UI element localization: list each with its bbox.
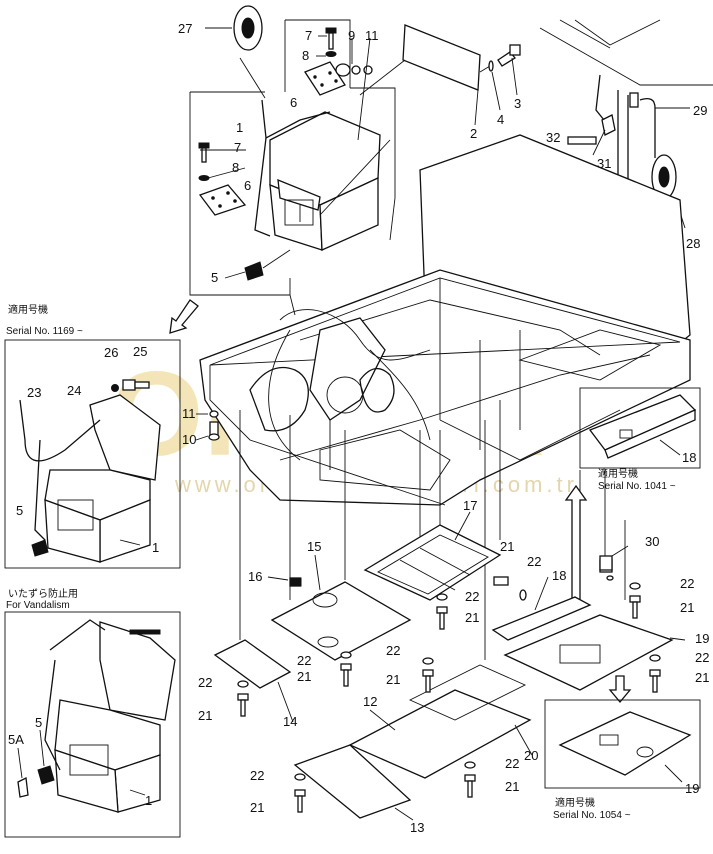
callout: 21 <box>680 600 694 615</box>
svg-text:適用号機: 適用号機 <box>598 467 638 480</box>
callout: 11 <box>365 28 379 43</box>
callout: 5 <box>35 715 42 730</box>
callout: 16 <box>248 569 262 584</box>
callout: 5A <box>8 732 24 747</box>
callout: 1 <box>236 120 243 135</box>
callout: 17 <box>463 498 477 513</box>
callout: 21 <box>500 539 514 554</box>
callout: 32 <box>546 130 560 145</box>
main-frame <box>199 134 691 506</box>
callout: 22 <box>527 554 541 569</box>
callout: 23 <box>27 385 41 400</box>
callout: 12 <box>363 694 377 709</box>
callout: 22 <box>505 756 519 771</box>
callout: 3 <box>514 96 521 111</box>
callout: 21 <box>695 670 709 685</box>
callout: 21 <box>386 672 400 687</box>
callout-leaders <box>17 35 686 821</box>
callout: 22 <box>695 650 709 665</box>
callout: 24 <box>67 383 81 398</box>
callout: 1 <box>152 540 159 555</box>
console-assembly-top <box>189 5 396 296</box>
callout: 22 <box>297 653 311 668</box>
callout: 28 <box>686 236 700 251</box>
callout: 9 <box>348 28 355 43</box>
callout: 21 <box>250 800 264 815</box>
inset-serial-1169: 適用号機 Serial No. 1169 ~ <box>4 303 181 569</box>
arrows <box>169 299 632 704</box>
callout: 15 <box>307 539 321 554</box>
callout: 18 <box>552 568 566 583</box>
callout: 22 <box>250 768 264 783</box>
callout: 26 <box>104 345 118 360</box>
callout-numbers: 27 7 9 11 8 6 1 7 8 6 5 2 4 3 32 31 29 2… <box>8 21 709 835</box>
callout: 25 <box>133 344 147 359</box>
inset-vandalism: いたずら防止用 For Vandalism <box>4 587 181 838</box>
callout: 11 <box>182 406 196 421</box>
callout: 22 <box>198 675 212 690</box>
callout: 5 <box>16 503 23 518</box>
callout: 21 <box>297 669 311 684</box>
plate-14 <box>213 639 292 689</box>
callout: 22 <box>386 643 400 658</box>
callout: 13 <box>410 820 424 835</box>
callout: 20 <box>524 748 538 763</box>
callout: 21 <box>465 610 479 625</box>
callout: 30 <box>645 534 659 549</box>
callout: 8 <box>232 160 239 175</box>
plate-17 <box>363 524 502 601</box>
callout: 22 <box>680 576 694 591</box>
callout: 22 <box>465 589 479 604</box>
callout: 8 <box>302 48 309 63</box>
callout: 4 <box>497 112 504 127</box>
callout: 7 <box>234 140 241 155</box>
inset-serial-1041: 適用号機 Serial No. 1041 ~ <box>579 387 701 492</box>
callout: 18 <box>682 450 696 465</box>
svg-text:Serial No. 1041 ~: Serial No. 1041 ~ <box>598 481 676 492</box>
callout: 31 <box>597 156 611 171</box>
callout: 1 <box>145 793 152 808</box>
callout: 2 <box>470 126 477 141</box>
cab-frame-top-right <box>539 19 713 229</box>
plate-12-20 <box>348 664 532 779</box>
callout: 27 <box>178 21 192 36</box>
svg-text:いたずら防止用: いたずら防止用 <box>8 587 78 600</box>
bolts-washers <box>237 555 661 813</box>
plate-18-19 <box>491 559 674 691</box>
cover-plate-2 <box>359 24 521 96</box>
svg-text:Serial No. 1054 ~: Serial No. 1054 ~ <box>553 810 631 821</box>
svg-text:For Vandalism: For Vandalism <box>6 600 70 611</box>
callout: 21 <box>198 708 212 723</box>
callout: 14 <box>283 714 297 729</box>
callout: 6 <box>244 178 251 193</box>
callout: 19 <box>685 781 699 796</box>
callout: 29 <box>693 103 707 118</box>
plate-13 <box>293 744 412 819</box>
plate-19-lower: 適用号機 Serial No. 1054 ~ <box>544 699 701 821</box>
svg-text:Serial No. 1169 ~: Serial No. 1169 ~ <box>6 326 83 337</box>
callout: 21 <box>505 779 519 794</box>
callout: 19 <box>695 631 709 646</box>
callout: 7 <box>305 28 312 43</box>
svg-text:適用号機: 適用号機 <box>8 303 48 316</box>
callout: 5 <box>211 270 218 285</box>
callout: 10 <box>182 432 196 447</box>
svg-text:適用号機: 適用号機 <box>555 796 595 809</box>
callout: 6 <box>290 95 297 110</box>
